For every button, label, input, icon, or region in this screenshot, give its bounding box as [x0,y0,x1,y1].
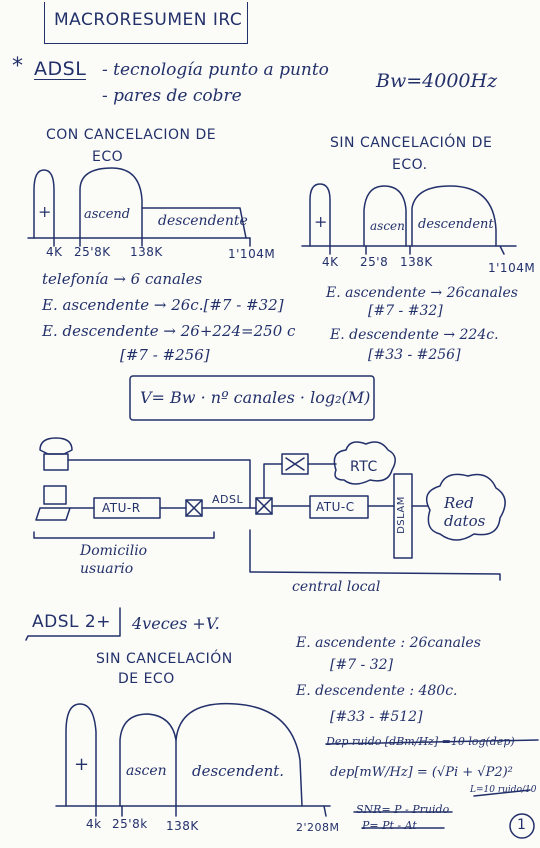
note-right-asc-range: [#7 - #32] [368,303,443,319]
con-tick-4: 1'104M [228,247,276,261]
adsl2-asc-range: [#7 - 32] [330,657,394,673]
con-band-descend: descendente [158,213,248,229]
rtc-label: RTC [350,459,378,475]
red-label: Red [444,494,474,512]
sin-tick-2: 25'8 [360,255,389,269]
con-cancelacion-heading: CON CANCELACION DE [46,127,217,143]
con-cancelacion-eco: ECO [92,149,124,165]
sin-band-descend: descendent [418,217,494,232]
adsl2-tick-1: 4k [86,817,102,831]
adsl-point-2: - pares de cobre [102,86,242,106]
note-telefonia: telefonía → 6 canales [42,270,203,288]
adsl-link-label: ADSL [212,493,244,506]
adsl-heading: ADSL [34,58,87,80]
sin-tick-3: 138K [400,255,433,269]
struck-dep-ruido: Dep ruido [dBm/Hz] =10 log(dep) [326,735,515,748]
struck-snr: SNR= P - Pruido [356,803,450,816]
datos-label: datos [444,512,486,530]
adsl2-heading: ADSL 2+ [32,612,111,632]
struck-p: P= Pt - At [362,819,417,832]
network-diagram [33,437,506,581]
page-number-circle [509,813,535,839]
star-mark: * [12,54,24,79]
spectrum-adsl2 [55,702,331,817]
spectrum-con-cancelacion [27,167,251,247]
adsl2-de-eco: DE ECO [118,671,175,687]
central-label: central local [292,579,381,595]
formula-text: V= Bw · nº canales · log₂(M) [140,388,371,407]
note-left-ascendente: E. ascendente → 26c.[#7 - #32] [42,296,284,314]
title-box [44,2,248,44]
adsl2-tick-3: 138K [166,819,199,833]
adsl2-ascendente: E. ascendente : 26canales [296,635,481,651]
note-right-desc-range: [#33 - #256] [368,347,461,363]
adsl-point-1: - tecnología punto a punto [102,60,329,80]
dslam-label: DSLAM [395,496,407,534]
spectrum-sin-cancelacion [301,183,517,255]
sin-band-ascend: ascen [370,219,405,233]
sin-cancelacion-eco: ECO. [392,157,428,173]
adsl2-note: 4veces +V. [132,614,220,633]
atu-c-label: ATU-C [316,500,355,514]
sin-tick-1: 4K [322,255,339,269]
adsl2-tick-2: 25'8k [112,817,148,831]
struck-l-ruido: L=10 ruido/10 [470,785,537,795]
adsl2-band-plus: + [74,754,90,775]
adsl2-descendente: E. descendente : 480c. [296,683,458,699]
note-left-descendente: E. descendente → 26+224=250 c [42,322,296,340]
note-left-desc-range: [#7 - #256] [120,346,210,364]
con-tick-3: 138K [130,245,163,259]
strike-2 [473,789,531,797]
adsl2-sin-cancelacion: SIN CANCELACIÓN [96,651,233,667]
strike-1 [325,739,539,745]
atu-r-label: ATU-R [102,501,141,515]
sin-cancelacion-heading: SIN CANCELACIÓN DE [330,135,493,151]
adsl-bandwidth: Bw=4000Hz [376,70,498,92]
adsl2-band-ascend: ascen [126,763,167,779]
usuario-label: usuario [80,561,134,577]
adsl2-desc-range: [#33 - #512] [330,709,423,725]
adsl2-tick-4: 2'208M [296,821,340,834]
note-right-ascendente: E. ascendente → 26canales [326,285,518,301]
con-tick-1: 4K [46,245,63,259]
con-band-ascend: ascend [84,207,131,222]
con-band-plus: + [38,202,52,221]
dep-formula: dep[mW/Hz] = (√Pi + √P2)² [330,765,513,780]
page-title: MACRORESUMEN IRC [54,10,243,30]
formula-frame [129,375,375,421]
page-number: 1 [517,817,527,833]
sin-band-plus: + [314,212,328,231]
note-right-descendente: E. descendente → 224c. [330,327,499,343]
sin-tick-4: 1'104M [488,261,536,275]
domicilio-label: Domicilio [80,543,148,559]
adsl2-band-descend: descendent. [192,762,285,780]
adsl2-frame [25,607,121,641]
con-tick-2: 25'8K [74,245,111,259]
